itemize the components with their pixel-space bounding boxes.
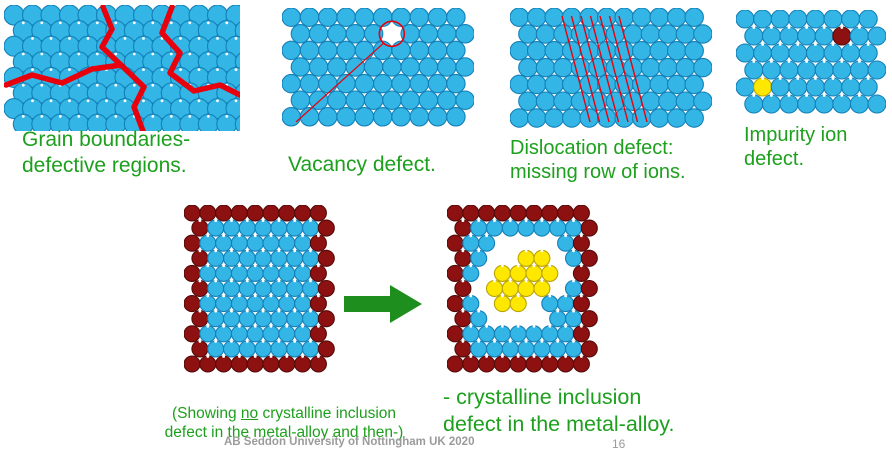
page-number: 16 (612, 437, 626, 451)
inclusion-caption: - crystalline inclusion defect in the me… (443, 385, 675, 436)
grain-boundaries-diagram (4, 5, 240, 131)
no-inclusion-caption-underlined: no (240, 404, 259, 422)
no-inclusion-caption-pre: (Showing (171, 404, 241, 422)
impurity-ion-caption: Impurity ion defect. (744, 124, 848, 171)
crystal-with-inclusion-diagram (447, 205, 599, 373)
no-inclusion-caption-post: crystalline inclusion defect in the meta… (164, 404, 404, 441)
dislocation-defect-caption: Dislocation defect: missing row of ions. (510, 137, 686, 184)
footer-credit: AB Seddon University of Nottingham UK 20… (224, 436, 475, 448)
dislocation-defect-diagram (510, 8, 712, 130)
grain-boundaries-caption: Grain boundaries- defective regions. (22, 128, 191, 177)
crystal-without-inclusion-diagram (184, 205, 336, 373)
impurity-ion-diagram (736, 10, 886, 116)
vacancy-defect-diagram (282, 8, 474, 128)
arrow-right-icon (344, 284, 422, 324)
no-inclusion-caption: (Showing no crystalline inclusion defect… (128, 386, 440, 443)
vacancy-defect-caption: Vacancy defect. (288, 153, 436, 176)
